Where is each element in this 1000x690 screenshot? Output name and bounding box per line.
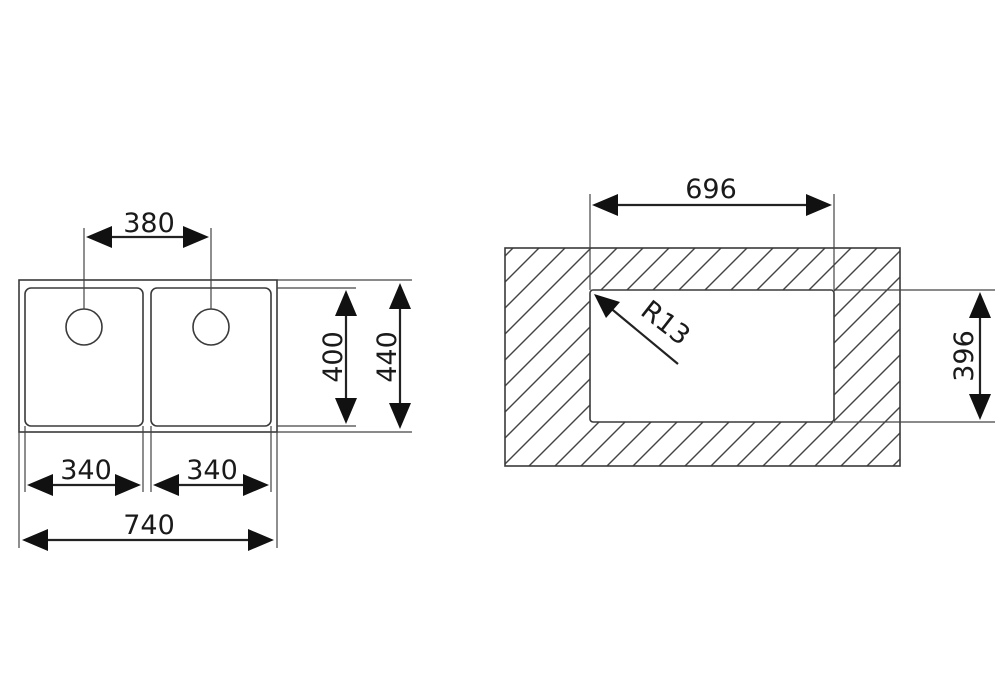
hatch-line: [706, 248, 900, 466]
sink-outer-rim: [18, 279, 278, 433]
dim-label-396: 396: [949, 330, 980, 382]
hatch-line: [993, 240, 1000, 470]
hatch-line: [505, 248, 704, 466]
hatch-line: [628, 248, 860, 466]
dimension-340-right: 340: [153, 455, 269, 496]
hatch-line: [505, 248, 678, 466]
cutout-outline: [589, 289, 835, 423]
dimension-440: 440: [372, 283, 411, 429]
hatch-line: [505, 248, 574, 466]
dimension-696: 696: [592, 174, 832, 216]
hatch-line: [654, 248, 886, 466]
hatch-line: [505, 248, 548, 466]
hatch-line: [602, 248, 834, 466]
hatch-line: [505, 248, 626, 466]
dim-label-696: 696: [685, 174, 737, 205]
dim-label-400: 400: [318, 331, 349, 383]
right-view-cutout: 696 R13 396: [504, 174, 1000, 470]
dimension-r13: R13: [594, 294, 696, 365]
left-drain-hole: [65, 308, 103, 346]
dimension-380: 380: [86, 208, 209, 248]
dimension-340-left: 340: [27, 455, 141, 496]
dimension-400: 400: [318, 290, 357, 424]
dimension-396: 396: [949, 292, 991, 420]
hatch-line: [505, 248, 600, 466]
hatch-line: [732, 248, 900, 466]
hatch-line: [505, 248, 652, 466]
hatch-line: [836, 248, 900, 466]
dim-label-740: 740: [123, 510, 175, 541]
hatch-line: [758, 248, 900, 466]
dim-label-440: 440: [372, 331, 403, 383]
hatch-line: [680, 248, 900, 466]
right-drain-hole: [192, 308, 230, 346]
dimension-740: 740: [22, 510, 274, 551]
hatch-line: [524, 248, 756, 466]
hatch-line: [810, 248, 900, 466]
dim-label-340-right: 340: [186, 455, 238, 486]
dim-label-340-left: 340: [60, 455, 112, 486]
hatch-line: [505, 248, 730, 466]
countertop-outline: [504, 247, 901, 467]
dim-label-r13: R13: [635, 295, 696, 352]
hatch-line: [888, 248, 900, 466]
hatch-line: [576, 248, 808, 466]
dim-label-380: 380: [123, 208, 175, 239]
hatch-line: [784, 248, 900, 466]
left-view-sink-plan: 380 400 440 340 340: [18, 208, 412, 551]
